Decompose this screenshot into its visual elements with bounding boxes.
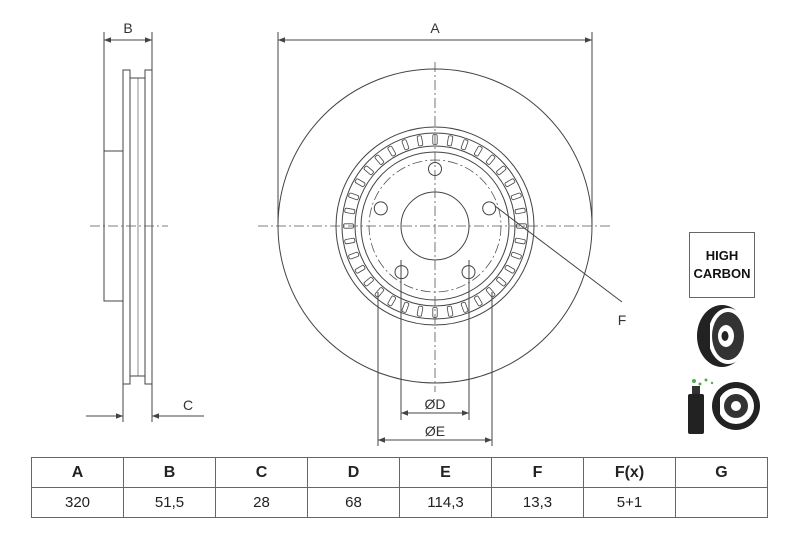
disc-side-view: [103, 69, 153, 385]
ventilation-slot: [354, 178, 366, 188]
ventilation-slot: [510, 251, 522, 260]
ventilation-slot: [446, 135, 454, 147]
ventilation-slot: [514, 207, 526, 215]
ventilation-slot: [416, 135, 424, 147]
badge-line-1: HIGH: [705, 248, 739, 263]
ventilation-slot: [401, 139, 410, 151]
ventilation-slot: [485, 287, 496, 298]
dimension-d-label: ØD: [425, 396, 446, 412]
bolt-hole: [373, 201, 388, 216]
ventilation-slot: [401, 301, 410, 313]
ventilation-slot: [496, 276, 507, 287]
high-carbon-badge: HIGH CARBON: [689, 232, 755, 298]
ventilation-slot: [504, 264, 516, 274]
dimension-spec-table: A B C D E F F(x) G 320 51,5 28 68 114,3 …: [31, 457, 768, 518]
ventilation-slot: [446, 305, 454, 317]
ventilation-slot: [510, 192, 522, 201]
ventilation-slot: [387, 145, 397, 157]
spec-header-g: G: [675, 457, 768, 488]
dimension-e-label: ØE: [425, 423, 445, 439]
coated-disc-icon: [688, 378, 760, 434]
ventilation-slot: [485, 154, 496, 165]
ventilation-slot: [374, 154, 385, 165]
spec-header-d: D: [307, 457, 400, 488]
ventilation-slot: [496, 165, 507, 176]
dimension-a-label: A: [430, 20, 440, 36]
spec-value-c: 28: [215, 487, 308, 518]
spec-value-f: 13,3: [491, 487, 584, 518]
spec-header-a: A: [31, 457, 124, 488]
ventilation-slot: [374, 287, 385, 298]
spec-value-fx: 5+1: [583, 487, 676, 518]
ventilation-slot: [363, 165, 374, 176]
spec-value-b: 51,5: [123, 487, 216, 518]
ventilation-slot: [460, 301, 469, 313]
dimension-b-label: B: [123, 20, 132, 36]
ventilation-slot: [473, 295, 483, 307]
dimension-f-leader: [494, 205, 623, 303]
ventilation-slot: [514, 237, 526, 245]
ventilation-slot: [363, 276, 374, 287]
dimension-d: [400, 260, 470, 420]
ventilation-slot: [354, 264, 366, 274]
ventilation-slot: [460, 139, 469, 151]
dimension-c: [86, 384, 204, 422]
dimension-b: [103, 32, 153, 151]
dimension-e: [377, 292, 493, 446]
spec-header-f: F: [491, 457, 584, 488]
ventilation-slot: [344, 237, 356, 245]
spec-value-row: 320 51,5 28 68 114,3 13,3 5+1: [31, 487, 768, 518]
ventilation-slot: [348, 251, 360, 260]
badge-line-2: CARBON: [693, 266, 751, 281]
ventilation-slot: [473, 145, 483, 157]
dimension-a: [277, 32, 593, 226]
spec-value-d: 68: [307, 487, 400, 518]
spec-value-g: [675, 487, 768, 518]
ventilation-slot: [344, 207, 356, 215]
spec-header-row: A B C D E F F(x) G: [31, 457, 768, 488]
front-view-centerlines: [258, 62, 612, 392]
vented-disc-icon: [697, 305, 748, 367]
spec-value-e: 114,3: [399, 487, 492, 518]
spec-header-b: B: [123, 457, 216, 488]
dimension-f-label: F: [618, 312, 627, 328]
dimension-c-label: C: [183, 397, 193, 413]
brake-disc-technical-drawing: B C A ØD ØE: [86, 20, 760, 446]
spec-header-c: C: [215, 457, 308, 488]
bolt-hole: [482, 201, 497, 216]
ventilation-slot: [387, 295, 397, 307]
spec-value-a: 320: [31, 487, 124, 518]
ventilation-slot: [504, 178, 516, 188]
spec-header-fx: F(x): [583, 457, 676, 488]
ventilation-slot: [416, 305, 424, 317]
ventilation-slots: [343, 134, 527, 318]
spec-header-e: E: [399, 457, 492, 488]
ventilation-slot: [348, 192, 360, 201]
